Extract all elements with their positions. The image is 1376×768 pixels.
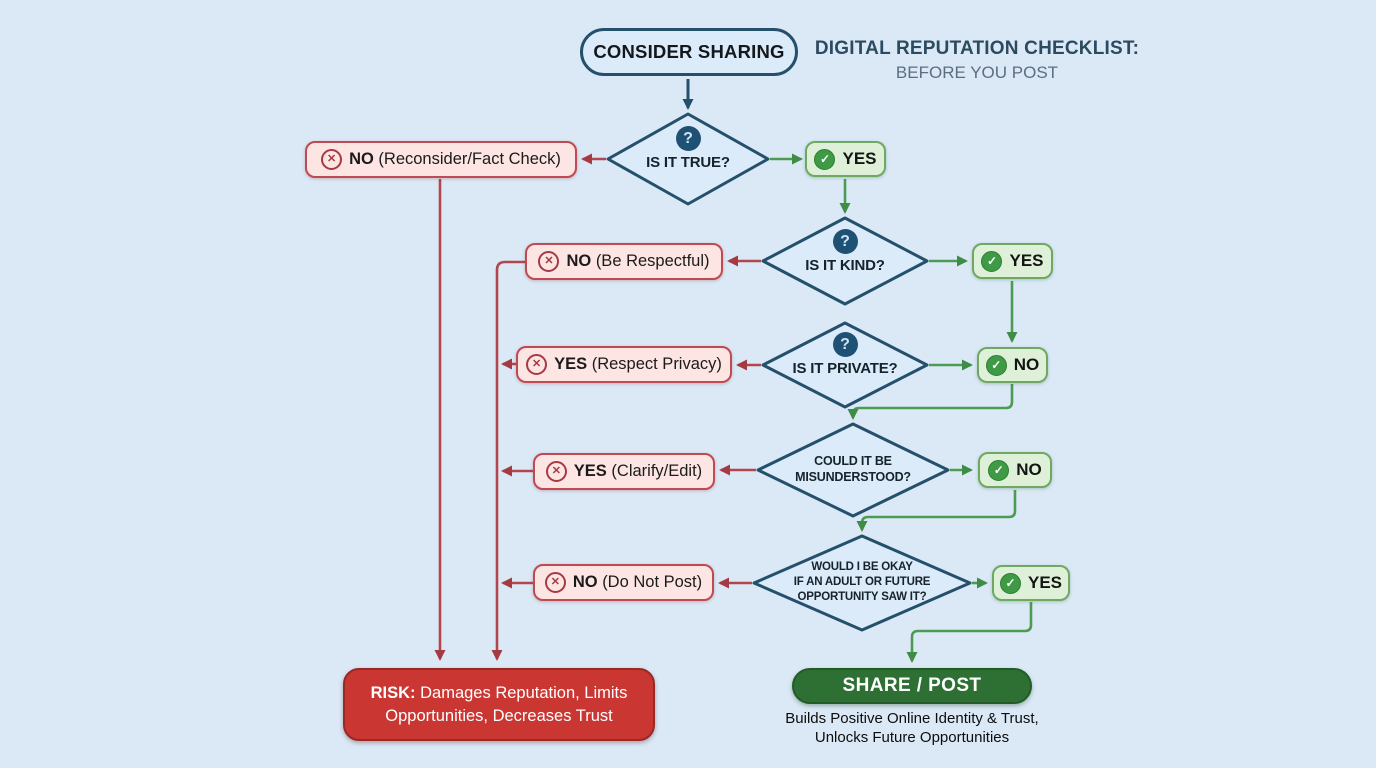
cross-icon: ✕ [545,461,567,482]
pass-pill-4: ✓ NO [978,452,1052,488]
cross-icon: ✕ [526,354,548,375]
check-icon: ✓ [814,148,836,170]
pass-pill-5: ✓ YES [992,565,1070,601]
connector-no4-down [856,490,1017,532]
fail-keyword: NO [566,252,592,270]
diamond-misunderstood [756,422,950,518]
connector-no3-down [847,384,1014,420]
fail-detail: (Be Respectful) [595,252,710,270]
fail-text: YES (Clarify/Edit) [574,462,702,481]
fail-detail: (Respect Privacy) [591,355,722,373]
check-icon: ✓ [988,459,1010,481]
fail-pill-3: ✕ YES (Respect Privacy) [516,346,732,383]
risk-outcome-box: RISK: Damages Reputation, Limits Opportu… [343,668,655,741]
decision-diamonds [606,112,972,632]
title-line1: DIGITAL REPUTATION CHECKLIST: [814,38,1140,59]
fail-detail: (Reconsider/Fact Check) [378,150,561,168]
risk-text: RISK: Damages Reputation, Limits Opportu… [361,682,637,727]
fail-text: NO (Be Respectful) [566,252,709,271]
page-title: DIGITAL REPUTATION CHECKLIST: BEFORE YOU… [812,38,1142,83]
fail-keyword: NO [349,150,374,168]
diamond-is-it-kind [761,216,929,306]
start-node: CONSIDER SHARING [580,28,798,76]
fail-pill-5: ✕ NO (Do Not Post) [533,564,714,601]
risk-trunk-2 [491,260,525,661]
pass-pill-3: ✓ NO [977,347,1048,383]
pass-label: YES [1009,251,1044,270]
share-post-label: SHARE / POST [842,675,982,696]
title-line2: BEFORE YOU POST [895,63,1059,82]
fail-pill-2: ✕ NO (Be Respectful) [525,243,723,280]
share-post-button: SHARE / POST [792,668,1032,704]
fail-pill-4: ✕ YES (Clarify/Edit) [533,453,715,490]
fail-pill-1: ✕ NO (Reconsider/Fact Check) [305,141,577,178]
diamond-adult-saw-it [752,534,972,632]
cross-icon: ✕ [321,149,343,170]
fail-detail: (Clarify/Edit) [611,462,703,480]
red-connectors [434,153,761,661]
pass-label: YES [1027,573,1063,592]
share-caption: Builds Positive Online Identity & Trust,… [785,710,1039,746]
pass-pill-1: ✓ YES [805,141,886,177]
green-connectors [770,153,1033,663]
connector-yes5-down [906,602,1033,663]
pass-label: YES [842,149,877,168]
fail-text: YES (Respect Privacy) [554,355,722,374]
fail-keyword: YES [573,462,607,480]
fail-text: NO (Reconsider/Fact Check) [349,150,561,169]
fail-detail: (Do Not Post) [602,573,703,591]
risk-keyword: RISK: [370,684,416,703]
start-label: CONSIDER SHARING [593,41,785,62]
pass-label: NO [1016,460,1042,479]
diamond-is-it-true [606,112,770,206]
check-icon: ✓ [981,250,1003,272]
cross-icon: ✕ [538,251,560,272]
fail-keyword: YES [554,355,588,373]
pass-pill-2: ✓ YES [972,243,1053,279]
fail-text: NO (Do Not Post) [573,573,702,592]
risk-detail: Damages Reputation, Limits Opportunities… [385,684,628,725]
diamond-is-it-private [761,321,929,409]
check-icon: ✓ [985,354,1007,376]
pass-label: NO [1013,355,1040,374]
fail-keyword: NO [572,573,598,591]
cross-icon: ✕ [544,572,566,593]
check-icon: ✓ [999,572,1021,594]
